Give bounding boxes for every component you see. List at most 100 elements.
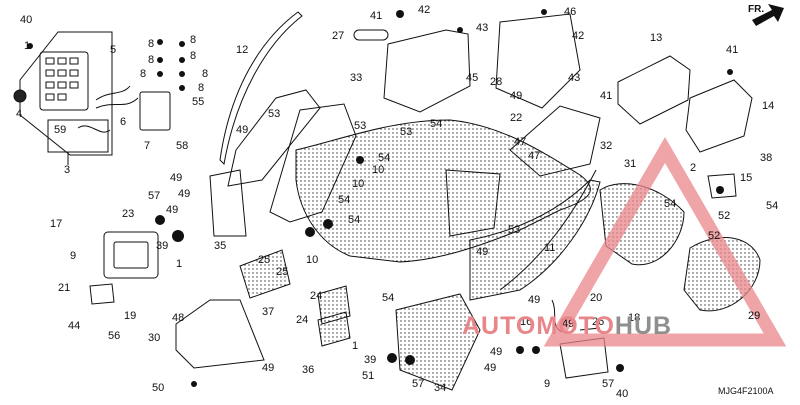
callout-7: 7 bbox=[144, 140, 151, 152]
callout-35: 35 bbox=[214, 240, 227, 252]
callout-1: 1 bbox=[176, 258, 183, 270]
callout-36: 36 bbox=[302, 364, 315, 376]
callout-28: 28 bbox=[490, 76, 503, 88]
callout-13: 13 bbox=[650, 32, 663, 44]
panel-11 bbox=[469, 179, 601, 301]
callout-8: 8 bbox=[190, 34, 197, 46]
callout-9: 9 bbox=[70, 250, 77, 262]
callout-52: 52 bbox=[718, 210, 731, 222]
callout-43: 43 bbox=[568, 72, 581, 84]
callout-54: 54 bbox=[664, 198, 677, 210]
watermark-text-b: HUB bbox=[614, 312, 673, 340]
callout-29: 29 bbox=[748, 310, 761, 322]
callout-23: 23 bbox=[122, 208, 135, 220]
watermark-text-a: AUTOMOTO bbox=[462, 312, 615, 340]
fr-arrow bbox=[752, 4, 784, 26]
grip-27 bbox=[353, 29, 389, 41]
callout-26: 26 bbox=[592, 316, 605, 328]
callout-27: 27 bbox=[332, 30, 345, 42]
callout-47: 47 bbox=[514, 136, 527, 148]
tray-30 bbox=[175, 299, 265, 369]
callout-24: 24 bbox=[296, 314, 309, 326]
switch-panel bbox=[39, 51, 89, 111]
callout-16: 16 bbox=[520, 316, 533, 328]
callout-54: 54 bbox=[348, 214, 361, 226]
callout-54: 54 bbox=[338, 194, 351, 206]
callout-39: 39 bbox=[156, 240, 169, 252]
callout-38: 38 bbox=[760, 152, 773, 164]
callout-41: 41 bbox=[370, 10, 383, 22]
callout-19: 19 bbox=[124, 310, 137, 322]
callout-37: 37 bbox=[262, 306, 275, 318]
callout-49: 49 bbox=[476, 246, 489, 258]
callout-2: 2 bbox=[690, 162, 697, 174]
callout-8: 8 bbox=[140, 68, 147, 80]
callout-56: 56 bbox=[108, 330, 121, 342]
callout-10: 10 bbox=[352, 178, 365, 190]
callout-1: 1 bbox=[24, 40, 31, 52]
callout-49: 49 bbox=[262, 362, 275, 374]
diagram-code: MJG4F2100A bbox=[718, 386, 774, 396]
rod-11 bbox=[499, 169, 597, 291]
watermark-triangle bbox=[543, 137, 787, 347]
callout-49: 49 bbox=[166, 204, 179, 216]
callout-31: 31 bbox=[624, 158, 637, 170]
bracket-21 bbox=[89, 283, 115, 305]
callout-43: 43 bbox=[476, 22, 489, 34]
callout-49: 49 bbox=[490, 346, 503, 358]
callout-40: 40 bbox=[20, 14, 33, 26]
callout-57: 57 bbox=[412, 378, 425, 390]
callout-8: 8 bbox=[190, 50, 197, 62]
callout-42: 42 bbox=[418, 4, 431, 16]
callout-11: 11 bbox=[544, 242, 556, 254]
callout-5: 5 bbox=[110, 44, 117, 56]
callout-1: 1 bbox=[352, 340, 359, 352]
callout-25: 25 bbox=[258, 254, 271, 266]
harness-6 bbox=[95, 85, 139, 109]
callout-47: 47 bbox=[528, 150, 541, 162]
callout-50: 50 bbox=[152, 382, 165, 394]
callout-39: 39 bbox=[364, 354, 377, 366]
callout-8: 8 bbox=[202, 68, 209, 80]
callout-49: 49 bbox=[170, 172, 183, 184]
callout-10: 10 bbox=[372, 164, 385, 176]
callout-49: 49 bbox=[510, 90, 523, 102]
callout-53: 53 bbox=[354, 120, 367, 132]
strip-12 bbox=[219, 11, 303, 166]
panel-34 bbox=[395, 293, 481, 391]
callout-33: 33 bbox=[350, 72, 363, 84]
knob-4 bbox=[13, 89, 27, 103]
callout-17: 17 bbox=[50, 218, 63, 230]
callout-12: 12 bbox=[236, 44, 249, 56]
direction-label: FR. bbox=[748, 4, 765, 15]
callout-53: 53 bbox=[508, 224, 521, 236]
callout-54: 54 bbox=[382, 292, 395, 304]
callout-30: 30 bbox=[148, 332, 161, 344]
callout-34: 34 bbox=[434, 382, 447, 394]
callout-44: 44 bbox=[68, 320, 81, 332]
switch-buttons bbox=[45, 57, 79, 101]
callout-8: 8 bbox=[148, 54, 155, 66]
cover-31 bbox=[599, 183, 685, 266]
ecu-7 bbox=[139, 91, 171, 131]
callout-20: 20 bbox=[590, 292, 603, 304]
callout-49: 49 bbox=[528, 294, 541, 306]
cable-59 bbox=[77, 125, 111, 133]
callout-45: 45 bbox=[466, 72, 479, 84]
callout-22: 22 bbox=[510, 112, 523, 124]
callout-55: 55 bbox=[192, 96, 205, 108]
panel-33 bbox=[383, 29, 471, 113]
callout-46: 46 bbox=[564, 6, 577, 18]
bracket-15 bbox=[707, 173, 737, 199]
callout-49: 49 bbox=[178, 188, 191, 200]
callout-40: 40 bbox=[616, 388, 629, 400]
callout-41: 41 bbox=[600, 90, 613, 102]
callout-54: 54 bbox=[378, 152, 391, 164]
callout-54: 54 bbox=[766, 200, 779, 212]
meter-23-screen bbox=[113, 241, 149, 269]
callout-49: 49 bbox=[484, 362, 497, 374]
callout-32: 32 bbox=[600, 140, 613, 152]
callout-48: 48 bbox=[172, 312, 185, 324]
